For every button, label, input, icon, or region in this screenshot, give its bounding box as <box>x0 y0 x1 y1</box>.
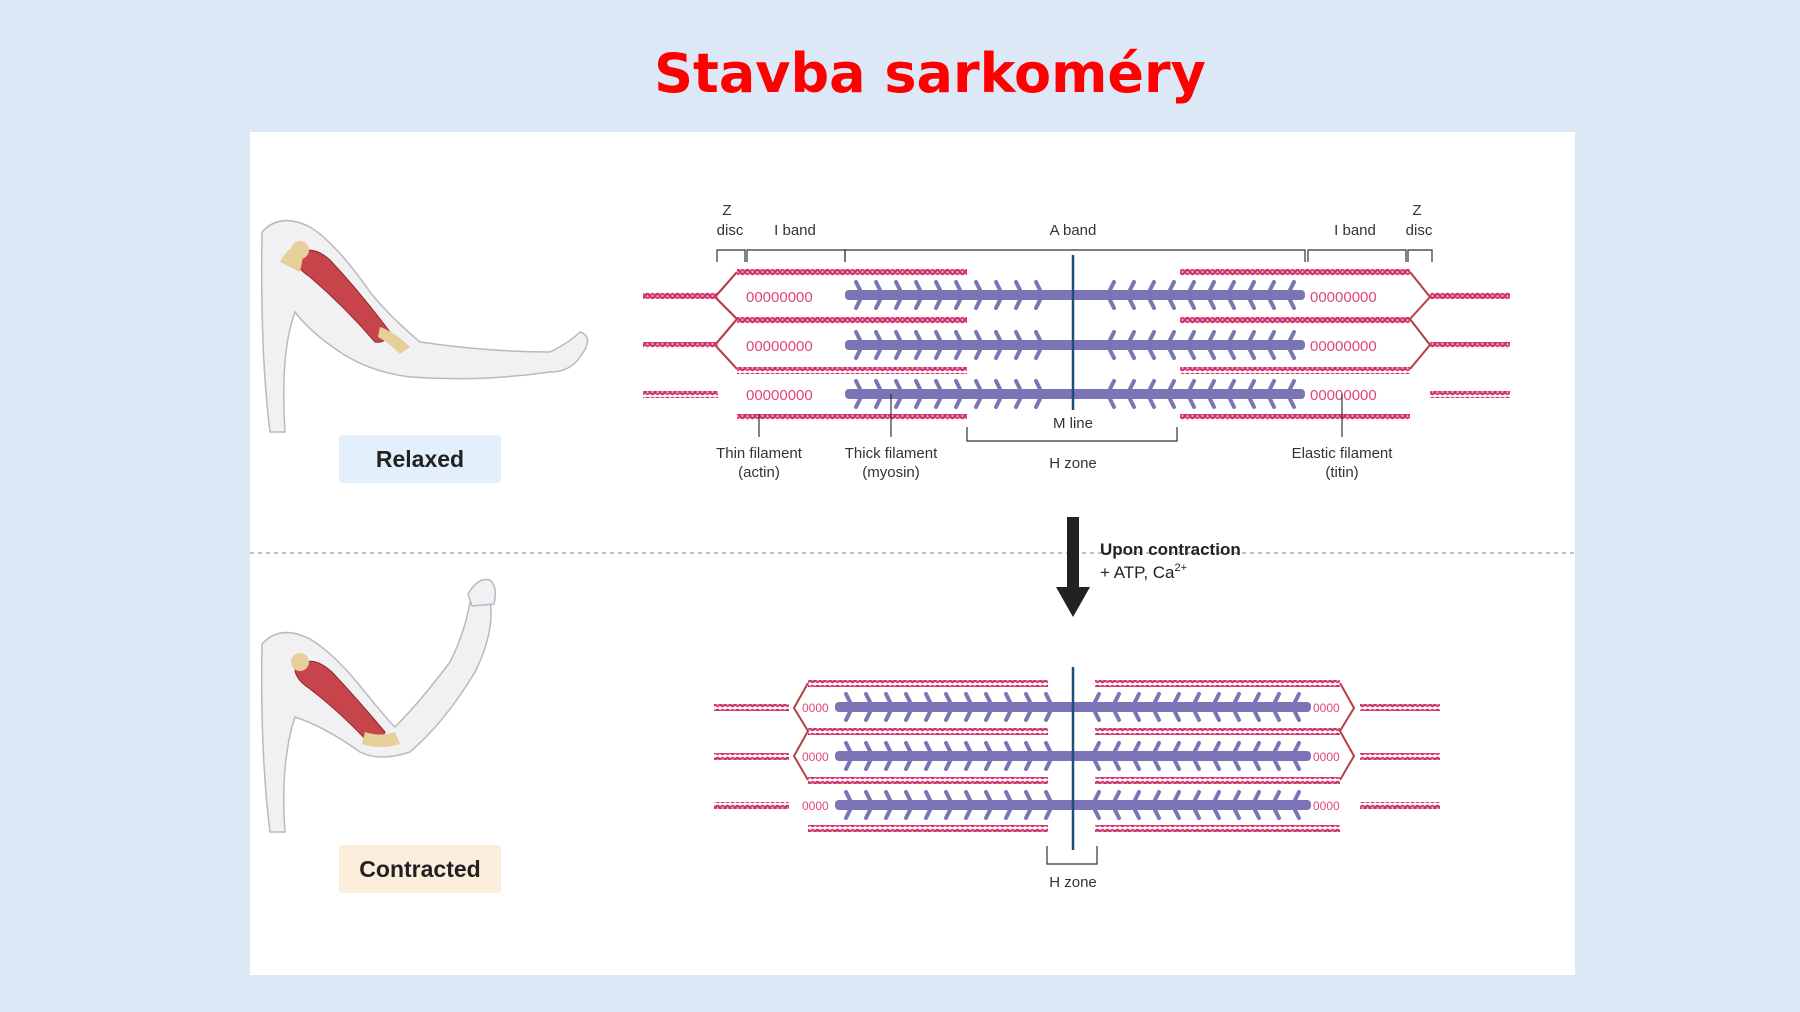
relaxed-badge <box>339 435 501 483</box>
m-line-label: M line <box>1053 415 1093 432</box>
contracted-label: Contracted <box>359 856 480 882</box>
thin-filament-label-2: (actin) <box>738 464 780 481</box>
h-zone-bracket-contracted <box>1046 846 1098 865</box>
relaxed-sarcomere: 00000000 00000000 00000000 00000000 0000… <box>643 255 1510 421</box>
elastic-filament-label-1: Elastic filament <box>1292 445 1394 462</box>
h-zone-label: H zone <box>1049 455 1097 472</box>
titin-contracted: 0000 0000 0000 0000 0000 0000 <box>802 701 1340 813</box>
relaxed-label: Relaxed <box>376 446 464 472</box>
z-disc-left-label-2: disc <box>717 222 744 239</box>
diagram-panel: Relaxed Contracted <box>250 132 1575 975</box>
i-band-left-label: I band <box>774 222 816 239</box>
contraction-sup: 2+ <box>1175 562 1188 574</box>
band-brackets <box>716 249 1433 262</box>
z-disc-right-label-2: disc <box>1406 222 1433 239</box>
thick-filaments-relaxed <box>845 280 1305 409</box>
thick-filament-label-1: Thick filament <box>845 445 938 462</box>
pointer-lines <box>758 394 1343 442</box>
slide-title: Stavba sarkoméry <box>654 42 1206 105</box>
contraction-title: Upon contraction <box>1100 540 1241 559</box>
svg-text:0000: 0000 <box>802 799 829 813</box>
svg-text:00000000: 00000000 <box>746 338 813 355</box>
z-disc-left <box>713 271 739 370</box>
thin-filaments-contracted <box>714 680 1440 832</box>
elastic-filament-label-2: (titin) <box>1325 464 1358 481</box>
z-disc-right-label-1: Z <box>1412 202 1421 219</box>
h-zone-contracted-label: H zone <box>1049 874 1097 891</box>
a-band-label: A band <box>1050 222 1097 239</box>
svg-text:00000000: 00000000 <box>746 387 813 404</box>
svg-text:0000: 0000 <box>802 701 829 715</box>
svg-text:0000: 0000 <box>1313 701 1340 715</box>
z-disc-left-label-1: Z <box>722 202 731 219</box>
contracted-arm-illustration <box>260 578 497 833</box>
contracted-badge <box>339 845 501 893</box>
contraction-subtitle: + ATP, Ca2+ <box>1100 562 1187 582</box>
thin-filament-label-1: Thin filament <box>716 445 803 462</box>
titin-relaxed: 00000000 00000000 00000000 00000000 0000… <box>746 289 1377 404</box>
svg-text:00000000: 00000000 <box>1310 289 1377 306</box>
contracted-sarcomere: 0000 0000 0000 0000 0000 0000 <box>714 667 1440 850</box>
i-band-right-label: I band <box>1334 222 1376 239</box>
thin-filaments-relaxed <box>643 269 1510 421</box>
z-disc-right <box>1408 271 1432 370</box>
svg-text:00000000: 00000000 <box>1310 387 1377 404</box>
svg-text:0000: 0000 <box>1313 799 1340 813</box>
svg-text:00000000: 00000000 <box>1310 338 1377 355</box>
svg-text:00000000: 00000000 <box>746 289 813 306</box>
svg-text:0000: 0000 <box>1313 750 1340 764</box>
contraction-arrow <box>1056 517 1090 617</box>
svg-text:0000: 0000 <box>802 750 829 764</box>
relaxed-arm-illustration <box>260 219 589 433</box>
thick-filament-label-2: (myosin) <box>862 464 920 481</box>
contraction-sub: + ATP, Ca <box>1100 563 1175 582</box>
